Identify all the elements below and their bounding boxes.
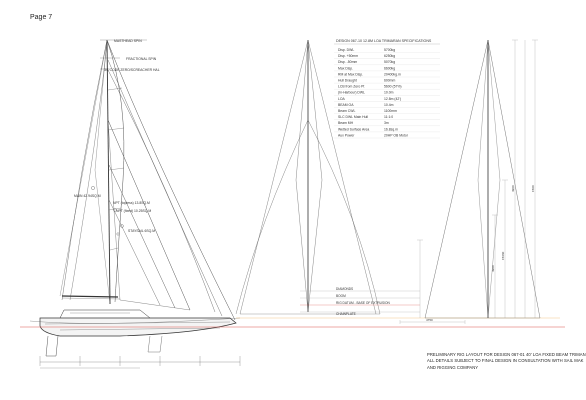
spec-row: LOA 12.8m (42') [334, 97, 440, 102]
side-view [20, 39, 565, 369]
spec-row: Beam MH 3m [334, 121, 440, 126]
spec-label: Disp. +50mm [338, 54, 358, 58]
label-jib-fixed: NPT (fixed) 10.25SQ.M [116, 209, 151, 213]
jib-fixed-luff [108, 164, 176, 309]
spec-value: 6250kg [384, 54, 395, 58]
spec-label: Max Disp. [338, 66, 353, 70]
spec-label: Disp. -50mm [338, 60, 357, 64]
spec-row: (In-Harbour) DWL 10.0m [334, 91, 440, 96]
label-boom: BOOM [336, 294, 346, 298]
spec-row: Beam CWL 1100mm [334, 109, 440, 114]
spec-row: Wetted Surface Area 16.8sq.m [334, 127, 440, 132]
spec-label: Wetted Surface Area [338, 127, 369, 131]
label-masthead-spin: MASTHEAD SPIN [114, 39, 142, 43]
dim-vert-3: 4900 [511, 185, 515, 192]
dim-vert-1: 4900 [491, 265, 495, 272]
spec-value: 5070kg [384, 60, 395, 64]
spec-value: 600mm [384, 79, 395, 83]
label-staysail: STAYSAIL 6SQ.M [128, 229, 155, 233]
spec-value: 20HP OB Motor [384, 133, 409, 137]
spec-value: 5700kg [384, 48, 395, 52]
spec-value: 1100mm [384, 109, 397, 113]
spec-value: 5600 (57%) [384, 85, 402, 89]
reference-labels: DIAMONDS BOOM RIG DATUM - BASE OF EXTRUS… [336, 287, 390, 316]
front-view-middle [235, 39, 381, 315]
specs-table: DESIGN 067-10 12.8M LOA TRIMARAN SPECIFI… [334, 39, 440, 139]
label-main: MAIN 42.94SQ.M [74, 194, 101, 198]
dimension-lines [399, 39, 538, 324]
fractional-spinnaker [107, 59, 223, 317]
spec-label: Beam MH [338, 121, 354, 125]
spec-value: 12.8m (42') [384, 97, 401, 101]
spec-label: Aux Power [338, 133, 355, 137]
boom [61, 295, 119, 298]
staysail-luff [108, 199, 161, 306]
rig-drawing: MASTHEAD SPIN FRACTIONAL SPIN 3/1 CODE Z… [20, 39, 565, 369]
spec-label: LCB from Zero Pt [338, 85, 364, 89]
page-label: Page 7 [30, 14, 53, 21]
spec-value: 6600kg [384, 66, 395, 70]
spec-label: Hull Draught [338, 79, 357, 83]
spec-value: 10.0m [384, 91, 394, 95]
spec-row: LCB from Zero Pt 5600 (57%) [334, 85, 440, 90]
notes-block: PRELIMINARY RIG LAYOUT FOR DESIGN 067-01… [427, 352, 586, 371]
label-jib-topless: NPT (topless) 13.8SQ.M [113, 201, 150, 205]
label-fractional-spin: FRACTIONAL SPIN [126, 57, 157, 61]
specs-title: DESIGN 067-10 12.8M LOA TRIMARAN SPECIFI… [336, 39, 432, 43]
spec-row: Max Disp. 6600kg [334, 66, 440, 72]
mainsail-leech [106, 39, 125, 303]
spec-row: SLC DWL Main Hull 11:1:0 [334, 115, 440, 120]
front-view-right [424, 39, 541, 319]
note-line-2: ALL DETAILS SUBJECT TO FINAL DESIGN IN C… [427, 358, 584, 364]
spec-row: Aux Power 20HP OB Motor [334, 133, 440, 139]
spec-row: Disp. +50mm 6250kg [334, 54, 440, 59]
spec-row: BEAM OA 10.4m [334, 103, 440, 108]
spec-label: LOA [338, 97, 346, 101]
spec-value: 16.8sq.m [384, 127, 398, 131]
spec-label: (In-Harbour) DWL [338, 91, 365, 95]
label-chainplate: CHAINPLATE [336, 312, 356, 316]
label-rig-datum: RIG DATUM - BASE OF EXTRUSION [336, 301, 390, 305]
note-line-1: PRELIMINARY RIG LAYOUT FOR DESIGN 067-01… [427, 352, 586, 357]
spec-row: RM at Max Disp. 20400kg.m [334, 72, 440, 78]
dim-chainplate-width: 4750 [426, 318, 433, 322]
dimension-labels: 4900 15660 4900 1500 4750 [426, 185, 535, 322]
label-diamonds: DIAMONDS [336, 287, 353, 291]
dim-vert-4: 1500 [531, 185, 535, 192]
spec-row: Disp. -50mm 5070kg [334, 60, 440, 65]
code-zero [107, 69, 216, 313]
spec-label: SLC DWL Main Hull [338, 115, 368, 119]
spec-value: 3m [384, 121, 389, 125]
masthead-spinnaker [106, 39, 236, 321]
spec-label: Disp. DWL [338, 48, 354, 52]
spec-value: 20400kg.m [384, 72, 401, 76]
spec-value: 10.4m [384, 103, 394, 107]
jib-topless-luff [107, 119, 191, 311]
spec-label: Beam CWL [338, 109, 355, 113]
note-line-3: AND RIGGING COMPANY [427, 364, 479, 370]
label-code-zero: 3/1 CODE ZERO/SCREACHER HAL [104, 68, 160, 72]
sail-labels: MASTHEAD SPIN FRACTIONAL SPIN 3/1 CODE Z… [74, 39, 160, 233]
mast [106, 39, 111, 305]
dim-vert-2: 15660 [501, 251, 505, 260]
spec-row: Disp. DWL 5700kg [334, 48, 440, 53]
spec-label: RM at Max Disp. [338, 72, 363, 76]
spec-label: BEAM OA [338, 103, 354, 107]
spec-value: 11:1:0 [384, 115, 393, 119]
spec-row: Hull Draught 600mm [334, 79, 440, 84]
